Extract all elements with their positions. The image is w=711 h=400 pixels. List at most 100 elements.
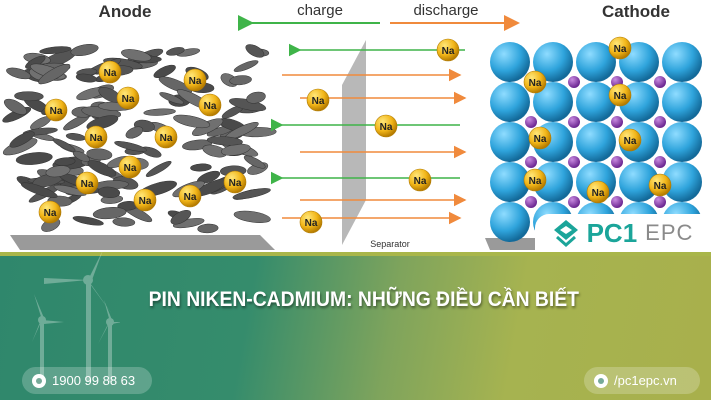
logo-brand: PC1 xyxy=(586,217,638,248)
anode-material xyxy=(2,44,277,250)
cathode-small-atom xyxy=(568,196,580,208)
na-ion-label: Na xyxy=(122,94,135,105)
na-ion xyxy=(306,88,330,112)
cathode-small-atom xyxy=(654,116,666,128)
na-ion xyxy=(183,68,207,92)
na-ion xyxy=(299,210,323,234)
na-ion xyxy=(618,128,642,152)
na-ion-label: Na xyxy=(50,106,63,117)
anode-flake xyxy=(92,207,127,220)
na-ion xyxy=(154,125,178,149)
na-ion-label: Na xyxy=(614,44,627,55)
na-ion-label: Na xyxy=(204,101,217,112)
anode-flake xyxy=(173,114,211,129)
na-ion xyxy=(648,173,672,197)
na-ion xyxy=(608,36,632,60)
cathode-small-atom xyxy=(568,156,580,168)
cathode-sphere xyxy=(662,42,702,82)
anode-flake xyxy=(166,47,185,56)
na-ion-label: Na xyxy=(414,176,427,187)
na-ion-label: Na xyxy=(189,76,202,87)
na-ion-label: Na xyxy=(312,96,325,107)
cathode-sphere xyxy=(490,82,530,122)
anode-flake xyxy=(72,150,90,162)
cathode-sphere xyxy=(662,122,702,162)
anode-flake xyxy=(52,138,76,152)
anode-flake xyxy=(172,218,205,229)
na-ion-label: Na xyxy=(624,136,637,147)
na-ion-label: Na xyxy=(184,192,197,203)
phone-pill[interactable]: 1900 99 88 63 xyxy=(22,367,152,394)
na-ion xyxy=(374,114,398,138)
anode-flake xyxy=(54,157,76,166)
na-ion xyxy=(133,188,157,212)
na-ion xyxy=(223,170,247,194)
website-pill[interactable]: /pc1epc.vn xyxy=(584,367,700,394)
cathode-small-atom xyxy=(525,156,537,168)
anode-flake xyxy=(75,73,98,83)
anode-flake xyxy=(6,67,32,80)
na-ion-label: Na xyxy=(139,196,152,207)
discharge-label: discharge xyxy=(413,2,478,19)
anode-flake xyxy=(112,217,136,227)
cathode-small-atom xyxy=(654,196,666,208)
ion-arrows xyxy=(270,43,467,225)
cathode-small-atom xyxy=(654,156,666,168)
anode-flake xyxy=(53,184,87,196)
anode-flake xyxy=(114,141,147,152)
na-ion-label: Na xyxy=(305,218,318,229)
anode-flake xyxy=(159,92,184,105)
anode-flake xyxy=(87,160,117,177)
anode-flake xyxy=(158,76,193,94)
cathode-label: Cathode xyxy=(602,2,670,21)
na-ion xyxy=(408,168,432,192)
cathode-small-atom xyxy=(525,116,537,128)
na-ion xyxy=(523,70,547,94)
cathode-sphere xyxy=(619,162,659,202)
anode-flake xyxy=(72,216,104,226)
cathode-small-atom xyxy=(611,196,623,208)
wind-turbine-icon xyxy=(32,252,120,382)
anode-flake xyxy=(45,165,71,178)
anode-label: Anode xyxy=(99,2,152,21)
cathode-small-atom xyxy=(654,76,666,88)
na-ion xyxy=(44,98,68,122)
anode-flake xyxy=(141,146,162,158)
anode-flake xyxy=(153,64,176,79)
na-ion-label: Na xyxy=(380,122,393,133)
na-ion-label: Na xyxy=(529,78,542,89)
na-ion-label: Na xyxy=(534,134,547,145)
article-title: PIN NIKEN-CADMIUM: NHỮNG ĐIỀU CẦN BIẾT xyxy=(148,288,579,311)
anode-flake xyxy=(145,160,172,177)
na-ion-label: Na xyxy=(160,133,173,144)
na-ion xyxy=(178,184,202,208)
na-ion-label: Na xyxy=(124,163,137,174)
logo-suffix: EPC xyxy=(645,220,694,245)
anode-flake xyxy=(143,108,176,116)
anode-flake xyxy=(3,98,27,115)
na-ion xyxy=(118,155,142,179)
anode-flake xyxy=(245,44,265,58)
charge-label: charge xyxy=(297,2,343,19)
cathode-sphere xyxy=(490,42,530,82)
cathode-sphere xyxy=(576,42,616,82)
phone-number: 1900 99 88 63 xyxy=(52,373,136,388)
na-ion xyxy=(586,180,610,204)
anode-base xyxy=(10,235,275,250)
anode-flake xyxy=(97,186,121,199)
logo-diamond-icon xyxy=(553,220,578,247)
na-ion-label: Na xyxy=(44,208,57,219)
anode-flake xyxy=(233,210,271,223)
cathode-small-atom xyxy=(568,116,580,128)
na-ion xyxy=(75,171,99,195)
na-ion-label: Na xyxy=(442,46,455,57)
na-ion xyxy=(608,83,632,107)
website-link: /pc1epc.vn xyxy=(614,373,677,388)
anode-flake xyxy=(229,75,252,86)
na-ion-label: Na xyxy=(229,178,242,189)
anode-flake xyxy=(70,44,99,56)
anode-flake xyxy=(246,91,266,104)
anode-flake xyxy=(233,60,259,72)
na-ion-label: Na xyxy=(529,176,542,187)
